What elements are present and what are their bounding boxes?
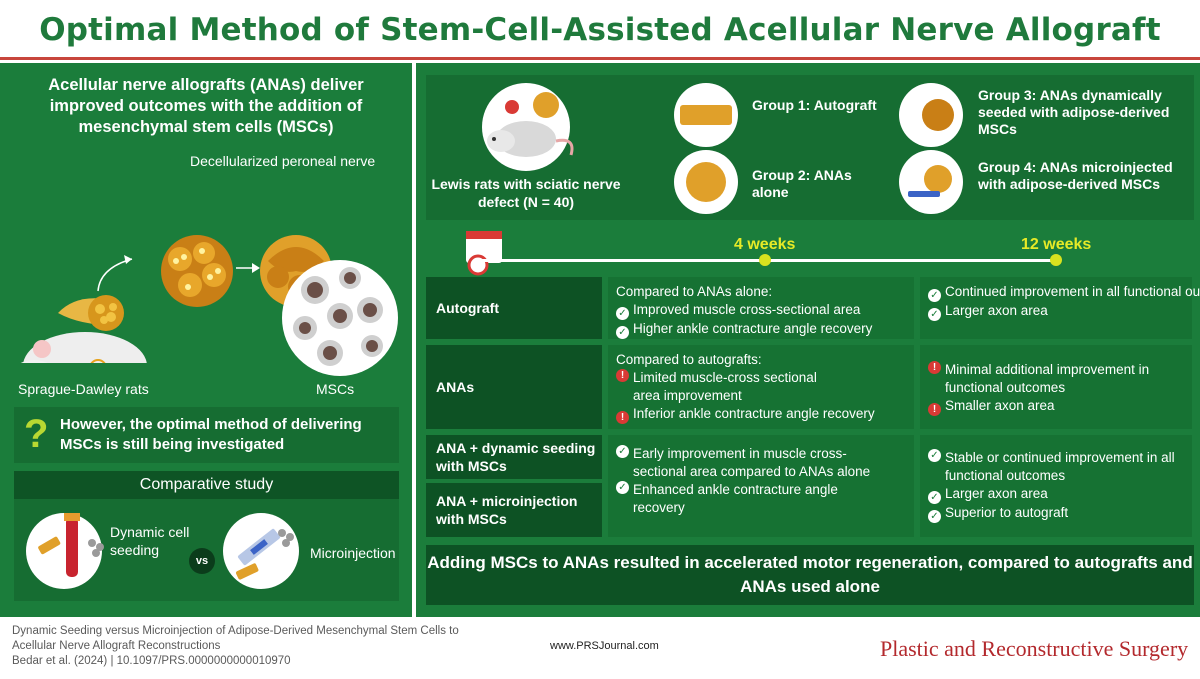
microinjected-ana-icon — [924, 165, 952, 193]
finding-text: Early improvement in muscle cross-sectio… — [633, 446, 871, 479]
check-icon: ✓ — [616, 307, 629, 320]
group-2-label: Group 2: ANAs alone — [752, 167, 852, 200]
check-icon: ✓ — [928, 491, 941, 504]
finding-text: Limited muscle-cross sectional area impr… — [633, 370, 817, 403]
cell-intro: Compared to autografts: — [616, 352, 762, 367]
finding-text: Larger axon area — [945, 486, 1048, 501]
cell-ana-12w: ! Minimal additional improvement in funct… — [920, 345, 1192, 429]
check-icon: ✓ — [616, 326, 629, 339]
seeded-ana-icon — [922, 99, 954, 131]
alert-icon: ! — [616, 411, 629, 424]
timeline-label-4w: 4 weeks — [734, 236, 796, 253]
row-label-dynamic: ANA + dynamic seeding with MSCs — [426, 435, 602, 479]
timeline-dot-12w — [1050, 254, 1062, 266]
study-rats-box: Lewis rats with sciatic nerve defect (N … — [426, 75, 626, 220]
cell-msc-12w: ✓ Stable or continued improvement in all … — [920, 435, 1192, 537]
check-icon: ✓ — [616, 445, 629, 458]
comparative-study-box: Comparative study Dynamic cell seeding v… — [14, 471, 399, 601]
cell-msc-4w: ✓ Early improvement in muscle cross-secti… — [608, 435, 914, 537]
check-icon: ✓ — [928, 449, 941, 462]
test-tube-icon — [64, 513, 80, 577]
finding-text: Enhanced ankle contracture angle recover… — [633, 482, 838, 515]
check-icon: ✓ — [616, 481, 629, 494]
finding-text: Higher ankle contracture angle recovery — [633, 321, 873, 336]
group-3-label: Group 3: ANAs dynamically seeded with ad… — [978, 87, 1170, 137]
needle-icon — [908, 191, 940, 197]
row-label-microinjection: ANA + microinjection with MSCs — [426, 483, 602, 537]
cell-intro: Compared to ANAs alone: — [616, 284, 773, 299]
mscs-label: MSCs — [316, 381, 355, 397]
rat-icon — [20, 332, 147, 363]
vs-badge: vs — [189, 548, 215, 574]
finding-text: Minimal additional improvement in functi… — [945, 362, 1150, 395]
page-title: Optimal Method of Stem-Cell-Assisted Ace… — [39, 12, 1161, 48]
alert-icon: ! — [928, 361, 941, 374]
finding-text: Smaller axon area — [945, 398, 1055, 413]
msc-cluster — [282, 260, 398, 376]
finding-text: Inferior ankle contracture angle recover… — [633, 406, 875, 421]
group-illustrations — [674, 83, 963, 214]
journal-url[interactable]: www.PRSJournal.com — [550, 640, 659, 652]
conclusion: Adding MSCs to ANAs resulted in accelera… — [426, 545, 1194, 605]
groups-box: Group 1: Autograft Group 2: ANAs alone G… — [626, 75, 1194, 220]
title-bar: Optimal Method of Stem-Cell-Assisted Ace… — [0, 0, 1200, 60]
cell-autograft-4w: Compared to ANAs alone: ✓ Improved muscle… — [608, 277, 914, 339]
question-box: ? However, the optimal method of deliver… — [14, 407, 399, 463]
syringe-icon — [237, 528, 281, 566]
comparative-study-header: Comparative study — [14, 471, 399, 499]
question-icon: ? — [24, 412, 49, 456]
alert-icon — [505, 100, 519, 114]
dynamic-seeding-label: Dynamic cell seeding — [110, 524, 190, 558]
check-icon: ✓ — [928, 289, 941, 302]
ana-icon — [686, 162, 726, 202]
alert-icon: ! — [616, 369, 629, 382]
nerve-with-mscs-icon — [161, 235, 233, 307]
citation-authors: Bedar et al. (2024) | 10.1097/PRS.000000… — [12, 655, 291, 667]
tube-circle — [26, 513, 102, 589]
lewis-rat-icon — [487, 121, 574, 157]
group-4-label: Group 4: ANAs microinjected with adipose… — [978, 159, 1173, 192]
cell-ana-4w: Compared to autografts: ! Limited muscle-… — [608, 345, 914, 429]
finding-text: Stable or continued improvement in all f… — [945, 450, 1175, 483]
lewis-rat-illustration — [482, 83, 574, 171]
decellularized-nerve-label: Decellularized peroneal nerve — [190, 153, 376, 169]
timeline-dot-4w — [759, 254, 771, 266]
cell-autograft-12w: ✓ Continued improvement in all functional… — [920, 277, 1200, 339]
finding-text: Larger axon area — [945, 303, 1048, 318]
check-icon: ✓ — [928, 308, 941, 321]
row-label-anas: ANAs — [426, 345, 602, 429]
left-panel: Acellular nerve allografts (ANAs) delive… — [0, 63, 412, 617]
finding-text: Superior to autograft — [945, 505, 1069, 520]
right-panel: Lewis rats with sciatic nerve defect (N … — [412, 63, 1200, 617]
nerve-inset-icon — [533, 92, 559, 118]
alert-icon: ! — [928, 403, 941, 416]
footer-citation: Dynamic Seeding versus Microinjection of… — [12, 624, 492, 669]
microinjection-label: Microinjection — [310, 545, 396, 561]
small-nerve-icon — [58, 295, 124, 331]
sprague-dawley-label: Sprague-Dawley rats — [18, 381, 149, 397]
group-1-label: Group 1: Autograft — [752, 97, 877, 113]
autograft-icon — [680, 105, 732, 125]
check-icon: ✓ — [928, 510, 941, 523]
citation-title: Dynamic Seeding versus Microinjection of… — [12, 625, 459, 652]
lewis-rats-label: Lewis rats with sciatic nerve defect (N … — [431, 176, 621, 210]
row-label-autograft: Autograft — [426, 277, 602, 339]
headline: Acellular nerve allografts (ANAs) delive… — [48, 76, 364, 136]
question-text: However, the optimal method of deliverin… — [60, 416, 362, 453]
comparative-illustration — [26, 513, 299, 589]
timeline-label-12w: 12 weeks — [1021, 236, 1092, 253]
calendar-icon — [466, 231, 502, 276]
journal-logo: Plastic and Reconstructive Surgery — [880, 636, 1189, 661]
msc-cell-icon — [293, 267, 383, 366]
finding-text: Improved muscle cross-sectional area — [633, 302, 861, 317]
finding-text: Continued improvement in all functional … — [945, 284, 1200, 299]
